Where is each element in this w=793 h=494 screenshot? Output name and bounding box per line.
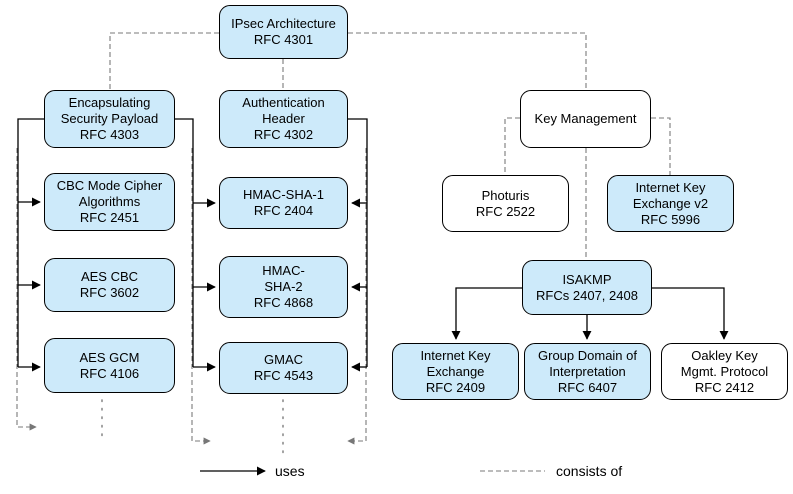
edge-esp-bus-right [175, 118, 194, 367]
edge-ah-tail [191, 148, 211, 445]
node-cbc-line-0: CBC Mode Cipher [56, 178, 163, 193]
node-gdoi-line-0: Group Domain of [538, 347, 637, 363]
node-ipsec-line-0: IPsec Architecture [231, 16, 336, 31]
node-isakmp-line-1: RFCs 2407, 2408 [536, 287, 638, 303]
node-ipsec-line-1: RFC 4301 [253, 32, 314, 47]
node-gdoi-line-2: RFC 6407 [557, 379, 618, 395]
node-isakmp-line-0: ISAKMP [562, 271, 612, 287]
node-hmac1-line-1: RFC 2404 [253, 203, 314, 218]
node-aesgcm-line-1: RFC 4106 [79, 365, 140, 381]
node-hmac1-line-0: HMAC-SHA-1 [243, 187, 324, 202]
node-hmac2-line-1: SHA-2 [264, 279, 303, 294]
node-cbc-line-1: Algorithms [78, 194, 141, 209]
ellipsis-dots [101, 399, 284, 456]
node-ikev2-line-2: RFC 5996 [640, 211, 701, 227]
node-cbc-line-2: RFC 2451 [79, 210, 140, 225]
node-ah-line-2: RFC 4302 [253, 127, 314, 142]
node-ikev2-line-1: Exchange v2 [632, 195, 709, 211]
node-esp-line-0: Encapsulating [68, 95, 151, 110]
node-gdoi-line-1: Interpretation [549, 363, 626, 379]
node-aescbc-line-0: AES CBC [80, 269, 139, 284]
edge-ipsec-esp [109, 32, 219, 90]
node-photuris-line-1: RFC 2522 [475, 203, 536, 219]
node-keymgmt-line-0: Key Management [534, 111, 637, 126]
node-ike-line-2: RFC 2409 [425, 379, 486, 395]
edge-isakmp-to-oakley [652, 287, 729, 340]
edge-esp-bus-left [17, 118, 44, 367]
edge-ah-bus-right [348, 118, 368, 367]
legend-consists-of-label: consists of [556, 463, 623, 479]
node-oakley-line-0: Oakley Key [691, 347, 758, 363]
edge-ipsec-keymgmt [348, 32, 587, 90]
edge-ah-right-tail [347, 148, 367, 445]
node-gmac-line-1: RFC 4543 [253, 368, 314, 383]
node-ike-line-0: Internet Key [420, 347, 491, 363]
legend-uses-label: uses [275, 463, 305, 479]
node-photuris-line-0: Photuris [481, 187, 530, 203]
edge-isakmp-to-ike [451, 287, 522, 340]
edge-esp-tail [16, 148, 37, 431]
edge-keymgmt-ikev2 [651, 117, 671, 175]
node-esp-line-1: Security Payload [60, 111, 159, 126]
node-ah-line-1: Header [262, 111, 305, 126]
node-hmac2-line-0: HMAC- [262, 263, 305, 278]
node-keymgmt[interactable]: Key Management [520, 90, 651, 148]
node-gmac-line-0: GMAC [264, 352, 303, 367]
node-hmac2-line-2: RFC 4868 [253, 295, 314, 310]
node-oakley-line-1: Mgmt. Protocol [680, 363, 769, 379]
node-aescbc-line-1: RFC 3602 [79, 285, 140, 300]
node-ikev2-line-0: Internet Key [635, 179, 706, 195]
node-esp-line-2: RFC 4303 [79, 127, 140, 142]
edge-keymgmt-photuris [504, 117, 520, 175]
node-ike-line-1: Exchange [426, 363, 485, 379]
node-ah-line-0: Authentication [242, 95, 325, 110]
node-oakley-line-2: RFC 2412 [694, 379, 755, 395]
node-aesgcm-line-0: AES GCM [79, 349, 140, 365]
